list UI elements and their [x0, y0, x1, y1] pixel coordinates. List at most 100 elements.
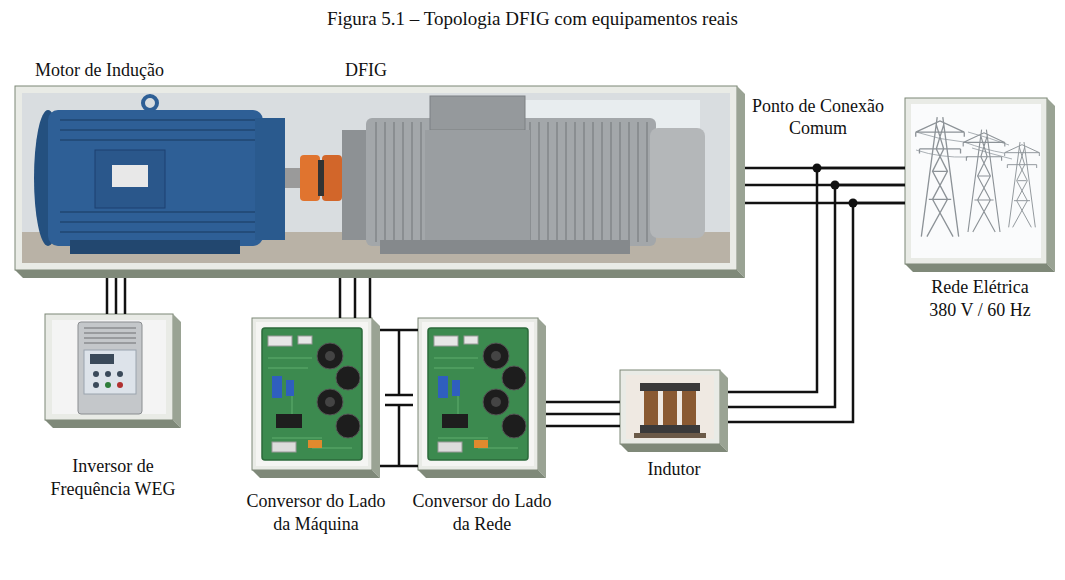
wire-line: [546, 401, 620, 404]
node-label: Inversor de Frequência WEG: [43, 455, 183, 501]
converter-board-photo: [256, 322, 534, 466]
motor-dfig-photo: [70, 240, 240, 254]
inductor-photo: [626, 375, 714, 439]
node-label: Conversor do Lado da Rede: [407, 490, 557, 536]
wire-line: [546, 413, 620, 416]
inductor-box: Indutor: [620, 370, 728, 452]
wire-line: [728, 203, 905, 422]
motor-dfig-photo: [95, 150, 165, 208]
converter-box: Conversor do Lado da Máquina: [252, 318, 380, 478]
connection-point-label: Ponto de Conexão Comum: [748, 95, 888, 139]
inverter-photo: [52, 320, 166, 414]
inverter-photo: [84, 350, 136, 394]
equipment-frames: [15, 86, 1055, 478]
wire-line: [339, 278, 342, 318]
wire-line: [354, 278, 357, 318]
motor-dfig-photo: [112, 165, 148, 187]
grid-towers: [963, 130, 1005, 232]
equipment-frames: [620, 444, 728, 452]
motor-dfig-photo: [376, 122, 647, 242]
grid-towers: [916, 117, 965, 236]
wire-line: [380, 465, 418, 468]
equipment-frames: [737, 86, 745, 278]
wire-line: [124, 278, 127, 314]
motor-dfig-photo: [342, 130, 368, 240]
wire-line: [546, 425, 620, 428]
inductor-photo: [640, 383, 700, 391]
equipment-frames: [15, 270, 745, 278]
inductor-photo: [644, 391, 658, 425]
equipment-frames: [252, 318, 372, 470]
motor-dfig-photo: [322, 155, 342, 201]
motor-dfig-photo: [48, 110, 263, 246]
inverter-photo: [117, 382, 123, 388]
equipment-frames: [720, 370, 728, 452]
grid-box: Rede Elétrica 380 V / 60 Hz: [905, 98, 1055, 272]
wire-line: [728, 168, 905, 392]
node-label: Indutor: [624, 458, 724, 481]
equipment-frames: [45, 420, 181, 428]
motor-dfig-photo: [255, 118, 285, 240]
power-wire: [107, 278, 125, 314]
power-wire: [380, 330, 418, 466]
wire-line: [380, 329, 418, 332]
wire-line: [106, 278, 109, 314]
motor-dfig-photo: [22, 93, 730, 263]
equipment-frames: [372, 318, 380, 478]
node-label: Motor de Indução: [35, 59, 235, 82]
equipment-frames: [905, 264, 1055, 272]
equipment-frames: [620, 370, 720, 444]
power-wire: [340, 278, 370, 318]
motor-dfig-photo: [380, 240, 630, 254]
inductor-photo: [626, 375, 714, 439]
power-wire: [728, 168, 905, 422]
inverter-photo: [93, 371, 99, 377]
motor-dfig-photo: [318, 160, 324, 196]
inductor-photo: [663, 391, 677, 425]
inverter-photo: [93, 382, 99, 388]
wire-line: [115, 278, 118, 314]
motor-dfig-photo: [425, 130, 530, 242]
inverter-photo: [117, 371, 123, 377]
equipment-frames: [173, 314, 181, 428]
equipment-frames: [538, 318, 546, 478]
converter-board-photo: [422, 322, 534, 466]
equipment-frames: [418, 470, 546, 478]
converter-box: Conversor do Lado da Rede: [418, 318, 546, 478]
inverter-photo: [78, 322, 142, 414]
power-wire: [546, 402, 620, 426]
equipment-frames: [45, 314, 173, 420]
equipment-frames: [1047, 98, 1055, 272]
motor-dfig-photo: [22, 93, 730, 263]
dc-link-capacitor: [385, 330, 413, 466]
equipment-frames: [252, 470, 380, 478]
node-label: Conversor do Lado da Máquina: [241, 490, 391, 536]
motor-dfig-photo: [300, 155, 320, 201]
grid-towers: [1005, 142, 1040, 227]
inverter-photo: [90, 354, 114, 364]
grid-towers: [911, 104, 1041, 258]
grid-towers: [911, 104, 1041, 258]
machine-set-box: Motor de InduçãoDFIG: [15, 86, 745, 278]
wire-line: [728, 185, 905, 407]
inverter-photo: [52, 320, 166, 414]
inverter-photo: [84, 328, 136, 343]
figure-title: Figura 5.1 – Topologia DFIG com equipame…: [0, 7, 1065, 31]
inverter-photo: [105, 382, 111, 388]
motor-dfig-photo: [366, 118, 656, 246]
inductor-photo: [634, 433, 706, 438]
converter-board-photo: [256, 322, 368, 466]
node-label: DFIG: [345, 59, 425, 82]
node-label: Rede Elétrica 380 V / 60 Hz: [920, 276, 1040, 322]
inductor-photo: [682, 391, 696, 425]
equipment-frames: [418, 318, 538, 470]
equipment-frames: [905, 98, 1047, 264]
inductor-photo: [640, 425, 700, 433]
motor-dfig-photo: [650, 128, 705, 238]
motor-dfig-photo: [60, 120, 255, 232]
motor-dfig-photo: [430, 96, 525, 130]
inverter-box: Inversor de Frequência WEG: [45, 314, 181, 428]
motor-dfig-photo: [143, 96, 157, 110]
equipment-frames: [15, 86, 737, 270]
